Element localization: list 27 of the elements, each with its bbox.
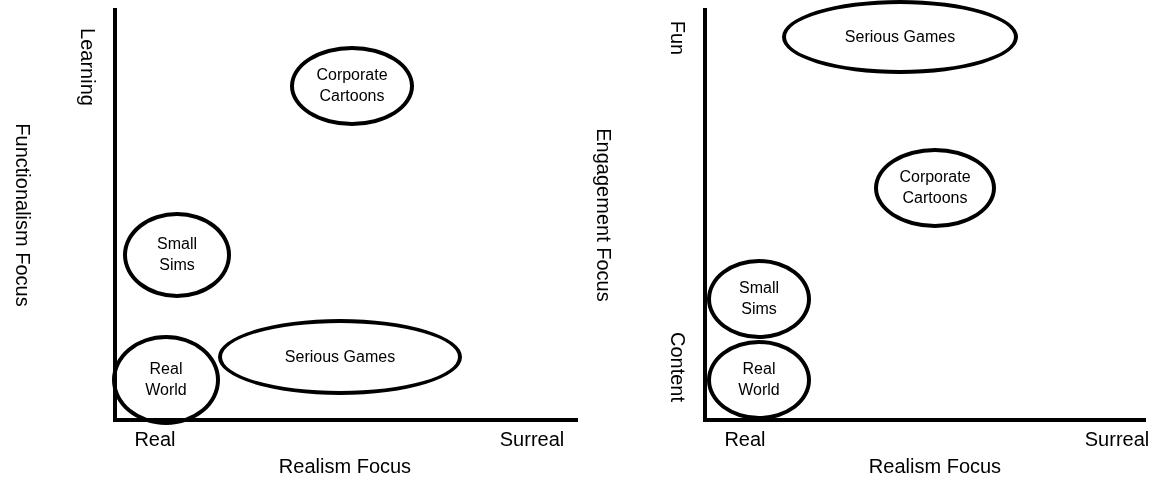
axis-end-label: Surreal	[1084, 427, 1150, 451]
axis-title: Engagement Focus	[591, 128, 615, 302]
node-label: Serious Games	[284, 346, 396, 367]
axis-title: Realism Focus	[278, 454, 412, 478]
axis-end-label: Learning	[75, 28, 99, 106]
axis-title: Functionalism Focus	[10, 123, 34, 307]
ellipse-node	[707, 340, 811, 420]
axis-end-label: Fun	[665, 20, 689, 56]
node-label: Serious Games	[844, 26, 956, 47]
ellipse-node	[218, 319, 462, 395]
node-label: Small Sims	[156, 234, 198, 275]
axis-end-label: Content	[665, 331, 689, 403]
axis-title: Realism Focus	[868, 454, 1002, 478]
axis-end-label: Real	[724, 427, 766, 451]
axis-end-label: Surreal	[499, 427, 565, 451]
ellipse-node	[290, 46, 414, 126]
ellipse-node	[782, 0, 1018, 74]
ellipse-node	[707, 259, 811, 339]
node-label: Small Sims	[738, 278, 780, 319]
axis-end-label: Real	[134, 427, 176, 451]
node-label: Corporate Cartoons	[898, 167, 972, 208]
ellipse-node	[874, 148, 996, 228]
node-label: Real World	[144, 359, 188, 400]
node-label: Corporate Cartoons	[315, 65, 389, 106]
ellipse-node	[123, 212, 231, 298]
ellipse-node	[112, 335, 220, 425]
node-label: Real World	[737, 359, 781, 400]
